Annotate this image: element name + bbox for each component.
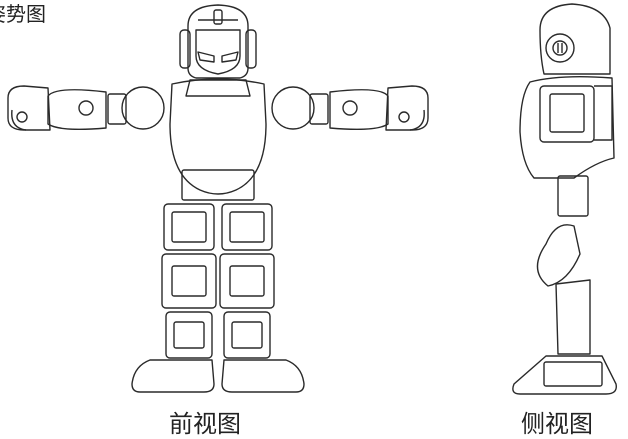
front-right-arm [310,86,428,130]
front-right-leg [220,204,304,392]
front-view-label: 前视图 [169,410,241,438]
front-left-leg [132,204,216,392]
front-left-arm [8,86,126,130]
front-right-shoulder [272,87,314,129]
front-neck [186,80,250,96]
side-leg [513,176,616,394]
front-head [180,5,256,78]
front-hip [182,170,254,200]
side-torso [520,77,614,178]
side-view-label: 侧视图 [521,410,593,438]
diagram-title: 姿势图 [0,2,46,26]
front-left-shoulder [122,87,164,129]
side-head [540,4,610,74]
